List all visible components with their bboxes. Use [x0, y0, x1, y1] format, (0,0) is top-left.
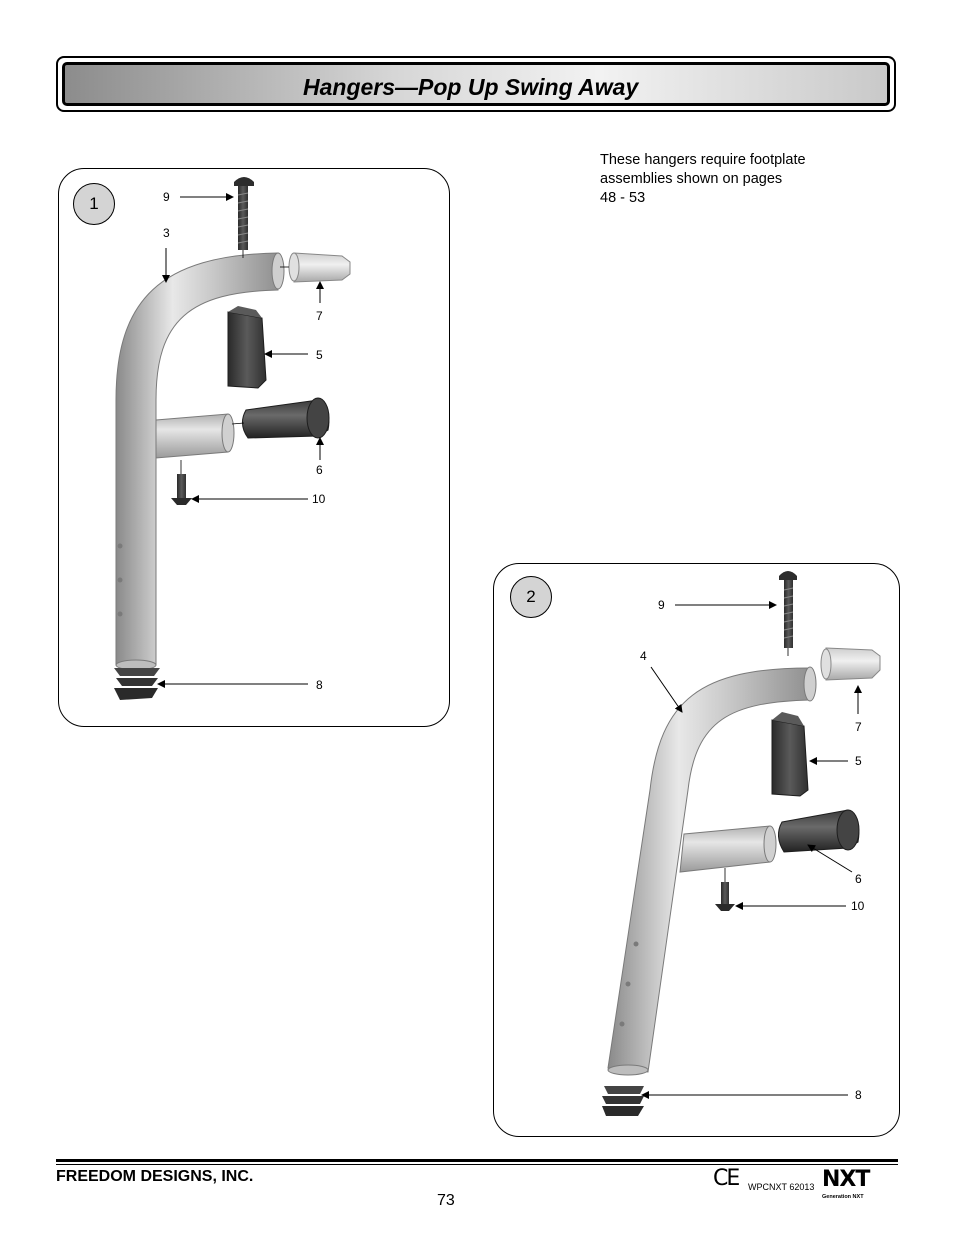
figure1-callout-8: 8	[316, 678, 323, 692]
screw-10b	[721, 882, 729, 904]
title-banner-inner: Hangers—Pop Up Swing Away	[62, 62, 890, 106]
figure2-badge: 2	[510, 576, 552, 618]
figure1-callout-3: 3	[163, 226, 170, 240]
figure2-callout-8: 8	[855, 1088, 862, 1102]
figure1-callout-10: 10	[312, 492, 326, 506]
figure1-badge: 1	[73, 183, 115, 225]
document-code: WPCNXT 62013	[748, 1182, 815, 1192]
page-number: 73	[437, 1192, 455, 1209]
figure2-panel	[493, 563, 900, 1137]
screw-9	[234, 177, 254, 186]
screw-9b	[779, 571, 797, 580]
insert-8b	[602, 1086, 644, 1116]
screw-10	[177, 474, 186, 498]
figure1-callout-6: 6	[316, 463, 323, 477]
note-line-1: These hangers require footplate	[600, 152, 806, 168]
figure2-callout-5: 5	[855, 754, 862, 768]
company-name: FREEDOM DESIGNS, INC.	[56, 1168, 254, 1185]
figure2-callout-9: 9	[658, 598, 665, 612]
figure2-parts	[602, 571, 881, 1116]
nxt-logo-subtext: Generation NXT	[822, 1194, 864, 1200]
figure1-parts	[114, 177, 351, 700]
figure2-callout-4: 4	[640, 649, 647, 663]
note-line-2: assemblies shown on pages	[600, 171, 783, 187]
figure2-callout-7: 7	[855, 720, 862, 734]
figure1-callout-5: 5	[316, 348, 323, 362]
footer-rule-thin	[56, 1164, 898, 1165]
ce-mark: CE	[713, 1166, 740, 1191]
cap-7b	[825, 647, 881, 681]
note-line-3: 48 - 53	[600, 190, 646, 206]
arrow-6b	[807, 844, 853, 873]
figure1-panel	[58, 168, 450, 727]
footer-rule-thick	[56, 1159, 898, 1162]
assembly-note: These hangers require footplate assembli…	[600, 151, 860, 208]
figure2-callout-10: 10	[851, 899, 865, 913]
insert-8	[114, 668, 160, 700]
arrow-4	[650, 666, 683, 713]
nxt-logo: NXT	[822, 1167, 870, 1192]
title-banner: Hangers—Pop Up Swing Away	[56, 56, 896, 112]
figure2-callout-6: 6	[855, 872, 862, 886]
cap-7	[293, 252, 351, 283]
page-title: Hangers—Pop Up Swing Away	[303, 74, 639, 100]
figure1-callout-7: 7	[316, 309, 323, 323]
figure1-callout-9: 9	[163, 190, 170, 204]
